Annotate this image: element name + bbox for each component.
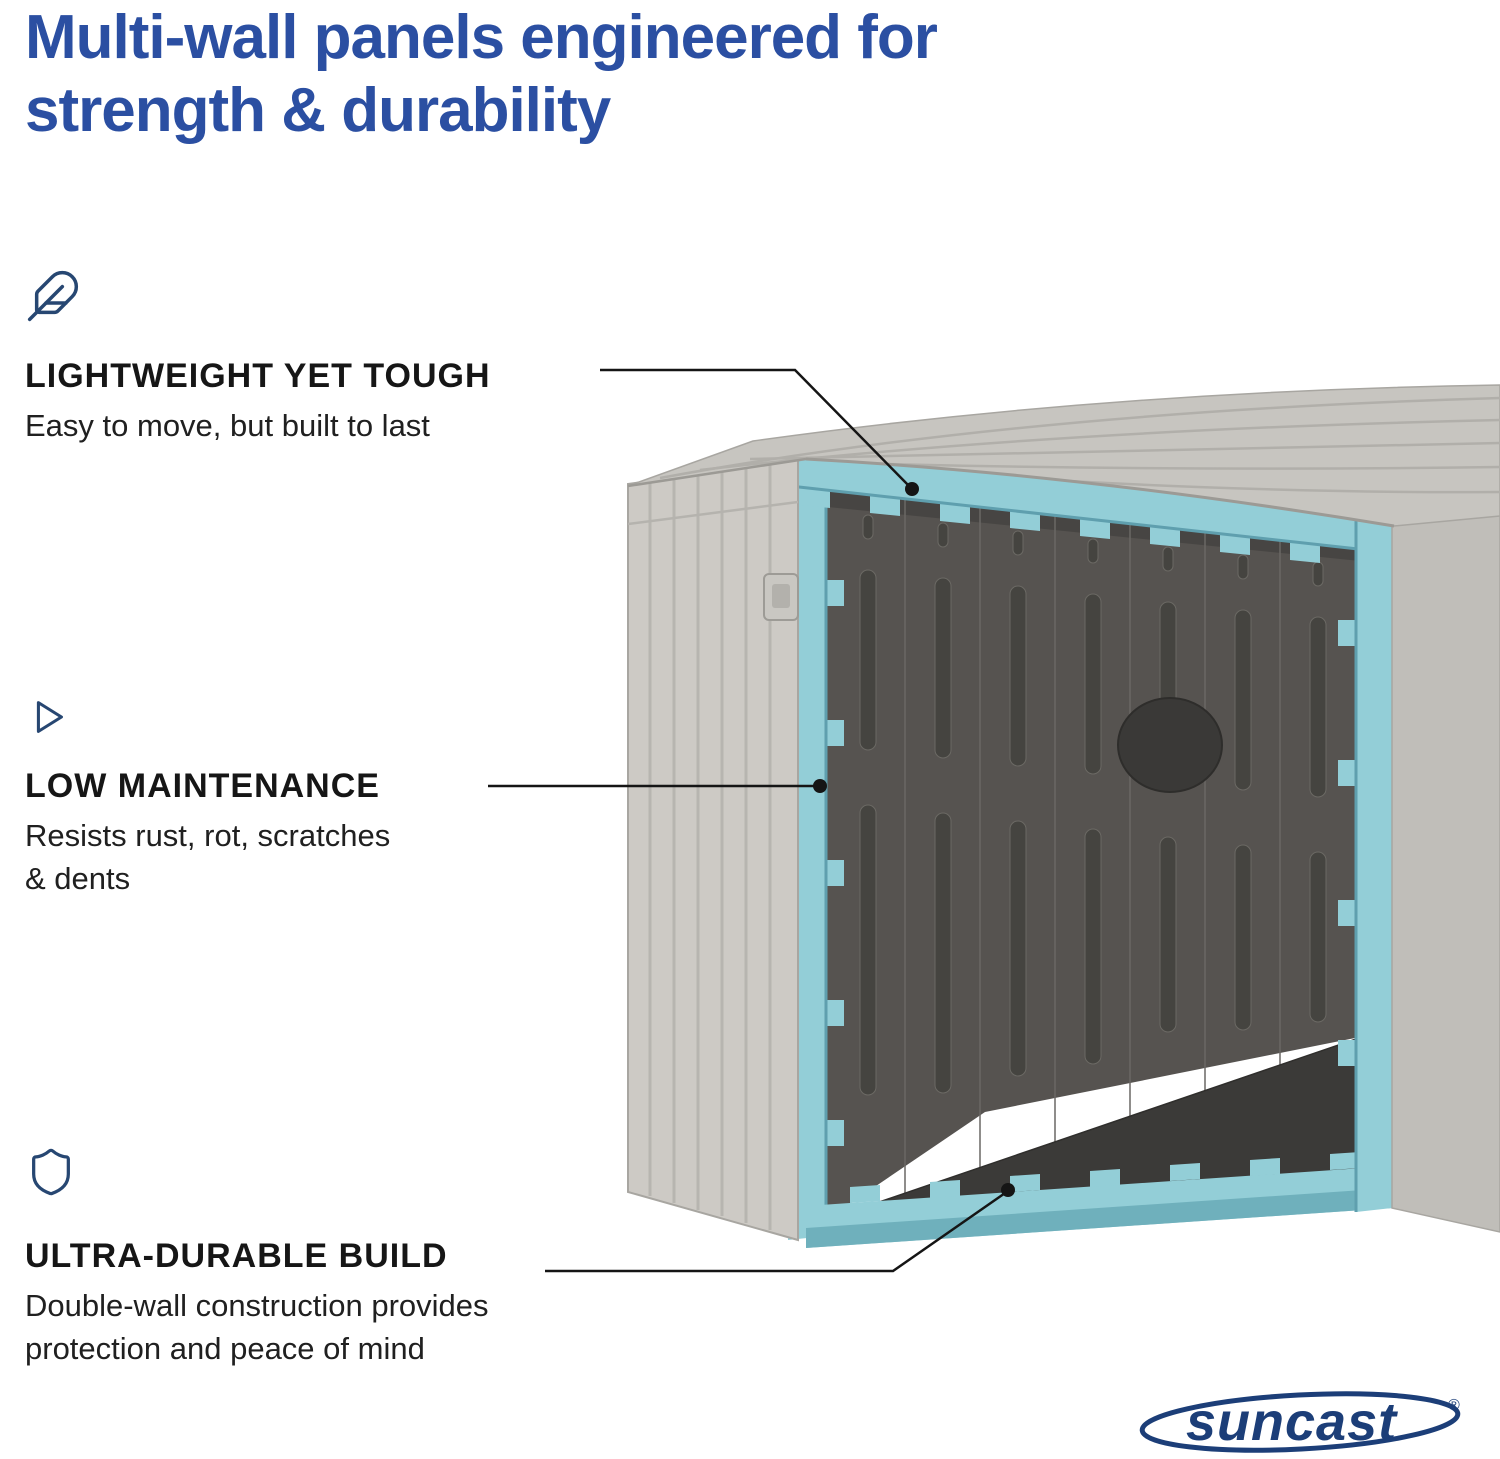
front-wall-latch bbox=[763, 573, 799, 621]
feature-lightweight: LIGHTWEIGHT YET TOUGH Easy to move, but … bbox=[25, 268, 665, 448]
feature-ultra-durable: ULTRA-DURABLE BUILD Double-wall construc… bbox=[25, 1146, 665, 1371]
logo-swoosh bbox=[1139, 1391, 1461, 1453]
callout-lines bbox=[488, 368, 1009, 1273]
brand-logo: suncast ® bbox=[1128, 1382, 1478, 1459]
registered-trademark-symbol: ® bbox=[1448, 1397, 1460, 1414]
callout-line-ultra-durable bbox=[545, 1189, 1009, 1273]
interior-recess-circle bbox=[1117, 697, 1223, 793]
feature-low-maintenance: LOW MAINTENANCE Resists rust, rot, scrat… bbox=[25, 694, 665, 901]
multiwall-cut-edges bbox=[771, 447, 1392, 1248]
callout-dots bbox=[813, 482, 1015, 1197]
page-title: Multi-wall panels engineered for strengt… bbox=[25, 2, 1305, 147]
page-title-line-2: strength & durability bbox=[25, 75, 611, 145]
interior-ribs bbox=[859, 514, 1327, 1096]
feature-body-lightweight: Easy to move, but built to last bbox=[25, 408, 430, 443]
shed-roof bbox=[627, 384, 1500, 528]
feature-heading-ultra-durable: ULTRA-DURABLE BUILD bbox=[25, 1237, 448, 1275]
shield-icon bbox=[25, 1146, 665, 1203]
feature-heading-low-maintenance: LOW MAINTENANCE bbox=[25, 767, 380, 805]
brand-logo-text: suncast bbox=[1186, 1392, 1398, 1452]
feature-body-low-maintenance: Resists rust, rot, scratches & dents bbox=[25, 818, 391, 896]
play-icon bbox=[25, 694, 665, 745]
interior-panel-seams bbox=[904, 479, 1281, 1194]
feature-body-ultra-durable: Double-wall construction provides protec… bbox=[25, 1288, 489, 1366]
cut-edge-right bbox=[1338, 516, 1392, 1212]
shed-right-outer-wall bbox=[1391, 507, 1500, 1233]
callout-line-lightweight bbox=[600, 368, 913, 490]
cut-edge-top bbox=[771, 447, 1359, 563]
shed-interior-back-wall bbox=[818, 470, 1371, 1240]
page-title-line-1: Multi-wall panels engineered for bbox=[25, 3, 938, 72]
cut-edge-bottom bbox=[806, 1152, 1392, 1248]
feature-heading-lightweight: LIGHTWEIGHT YET TOUGH bbox=[25, 357, 491, 395]
feather-icon bbox=[25, 268, 665, 329]
